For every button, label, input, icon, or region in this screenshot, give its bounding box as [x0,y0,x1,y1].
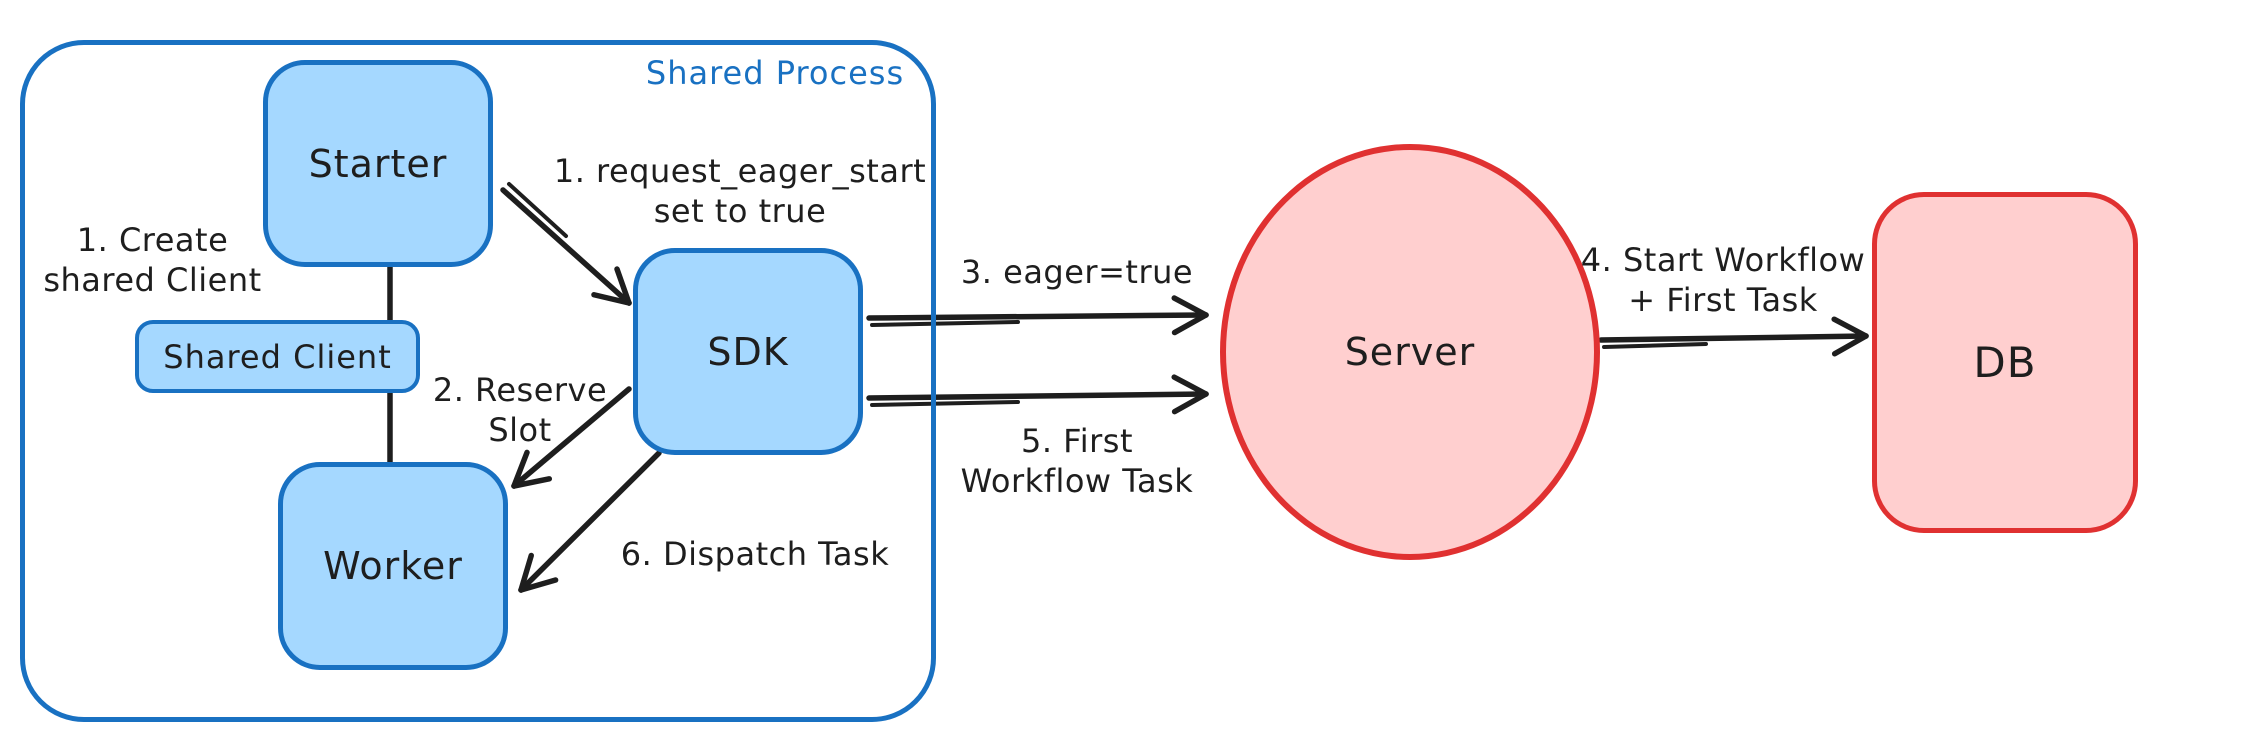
annotation-request-eager-start: 1. request_eager_start set to true [553,152,927,230]
server-node-label: Server [1344,330,1476,374]
starter-node-label: Starter [308,141,448,186]
worker-node: Worker [278,462,508,670]
sketch-overdraw-strokes [507,182,1708,407]
annotation-start-workflow-first-task: 4. Start Workflow + First Task [1580,241,1866,319]
annotation-eager-true: 3. eager=true [960,253,1194,291]
annotation-create-shared-client: 1. Create shared Client [43,221,262,299]
sdk-node: SDK [633,248,863,455]
arrow-request-eager-start [500,187,632,306]
shared-client-node-label: Shared Client [163,337,392,376]
worker-node-label: Worker [323,544,463,588]
arrow-dispatch-task [518,450,662,593]
db-node-label: DB [1973,338,2037,387]
server-node: Server [1220,144,1600,560]
arrow-eager-true [866,295,1209,336]
sdk-node-label: SDK [707,329,789,374]
shared-process-label: Shared Process [645,54,905,92]
arrow-first-workflow-task [866,374,1209,415]
db-node: DB [1872,192,2138,533]
arrow-start-workflow [1598,316,1869,357]
annotation-dispatch-task: 6. Dispatch Task [620,535,890,573]
starter-node: Starter [263,60,493,267]
shared-client-node: Shared Client [135,320,420,393]
annotation-first-workflow-task: 5. First Workflow Task [960,422,1194,500]
shared-process-container [20,40,936,722]
annotation-reserve-slot: 2. Reserve Slot [432,371,608,449]
arrow-reserve-slot [511,386,632,489]
